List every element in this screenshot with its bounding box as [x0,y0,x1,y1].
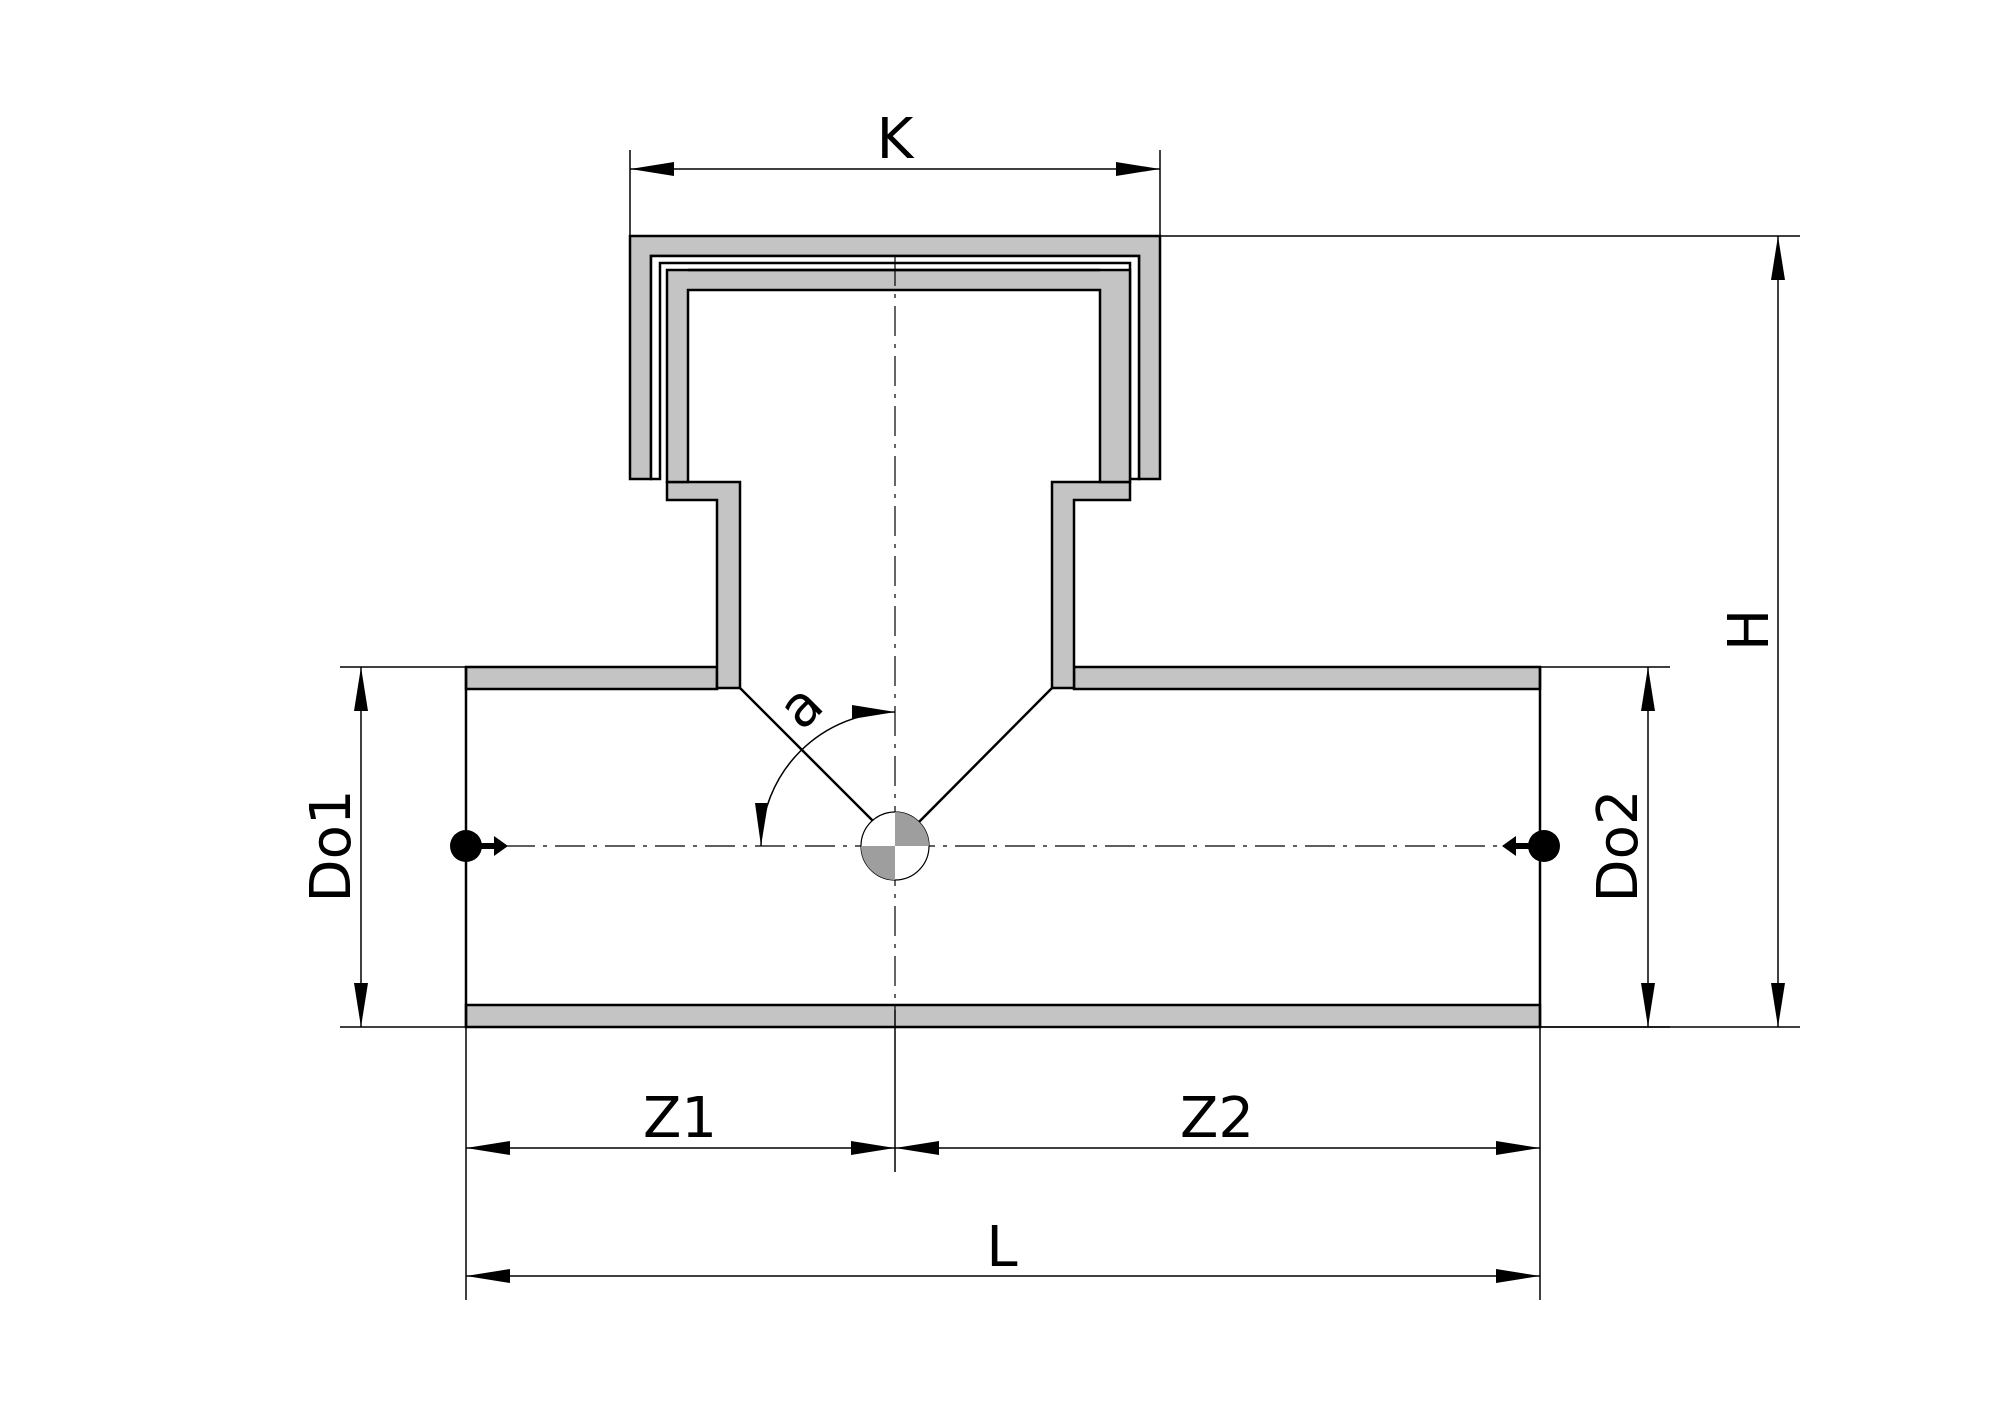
label-l: L [986,1215,1017,1280]
branch-left-wall [665,480,742,690]
label-do2: Do2 [1586,789,1651,902]
dimension-h: H [1160,235,1800,1028]
dimension-k: K [629,107,1161,236]
main-top-wall-right [1072,665,1542,691]
origin-mark [860,811,930,881]
label-z2: Z2 [1180,1086,1254,1151]
main-top-wall-left [464,665,719,691]
dimension-z2: Z2 [895,1086,1540,1155]
cone-right-line [915,687,1053,826]
dimension-do1: Do1 [299,666,466,1028]
label-z1: Z1 [643,1086,717,1151]
label-h: H [1717,609,1782,651]
right-end-marker [1502,830,1560,862]
left-end-marker [450,830,508,862]
branch-right-wall [1050,480,1132,690]
socket-middle-sleeve [649,254,1141,481]
socket-inner-sleeve [665,268,1132,484]
label-k: K [877,107,915,172]
dimension-l: L [466,1215,1540,1283]
label-do1: Do1 [299,789,364,902]
dimension-do2: Do2 [1540,666,1670,1028]
cone-left-line [739,687,878,826]
fitting-body [464,234,1542,1029]
center-lines [505,256,1505,1172]
main-bottom-wall [464,1003,1542,1029]
dimension-z1: Z1 [465,1027,1541,1300]
